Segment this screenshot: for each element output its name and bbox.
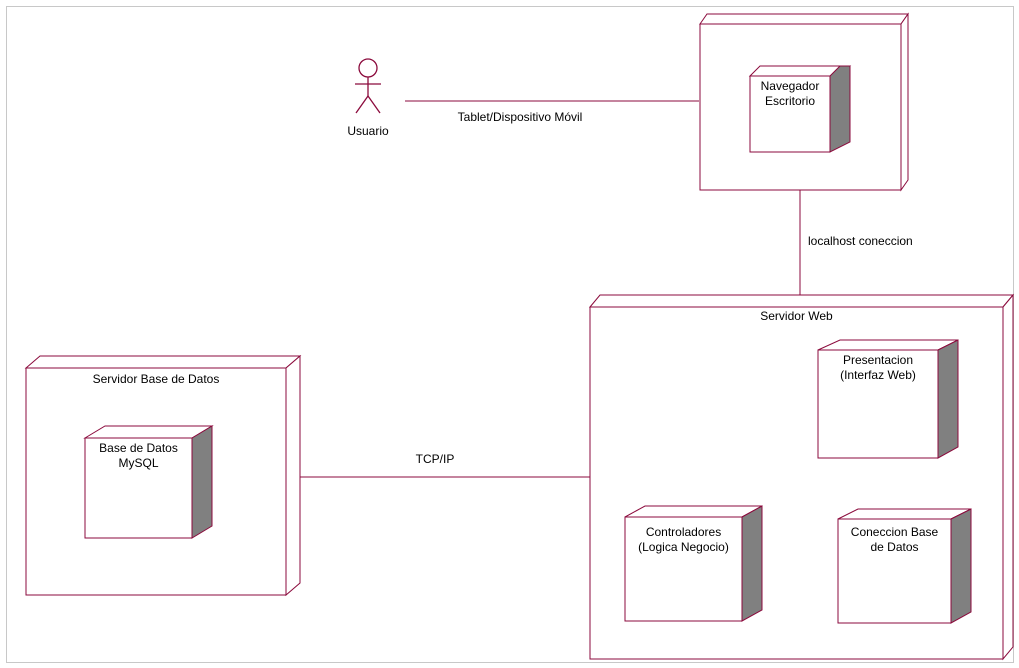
controladores-label: Controladores (Logica Negocio) xyxy=(638,525,729,554)
servidor-bd-title: Servidor Base de Datos xyxy=(92,372,220,386)
connection-label-localhost: localhost coneccion xyxy=(808,234,913,248)
node-base-datos xyxy=(83,425,214,539)
node-servidor-bd xyxy=(24,354,302,597)
node-presentacion xyxy=(817,339,959,459)
actor-label: Usuario xyxy=(347,124,389,138)
actor-usuario-icon xyxy=(355,58,381,114)
node-navegador-host xyxy=(699,12,909,192)
node-controladores xyxy=(624,505,763,622)
node-navegador xyxy=(748,65,852,153)
connection-label-tcpip: TCP/IP xyxy=(415,452,455,466)
navegador-label: Navegador Escritorio xyxy=(760,79,820,108)
servidor-web-title: Servidor Web xyxy=(760,309,833,323)
connection-label-tablet: Tablet/Dispositivo Móvil xyxy=(457,110,583,124)
base-datos-label: Base de Datos MySQL xyxy=(99,441,178,470)
conexion-bd-label: Coneccion Base de Datos xyxy=(850,525,939,554)
node-conexion-bd xyxy=(837,508,972,624)
presentacion-label: Presentacion (Interfaz Web) xyxy=(840,353,916,382)
